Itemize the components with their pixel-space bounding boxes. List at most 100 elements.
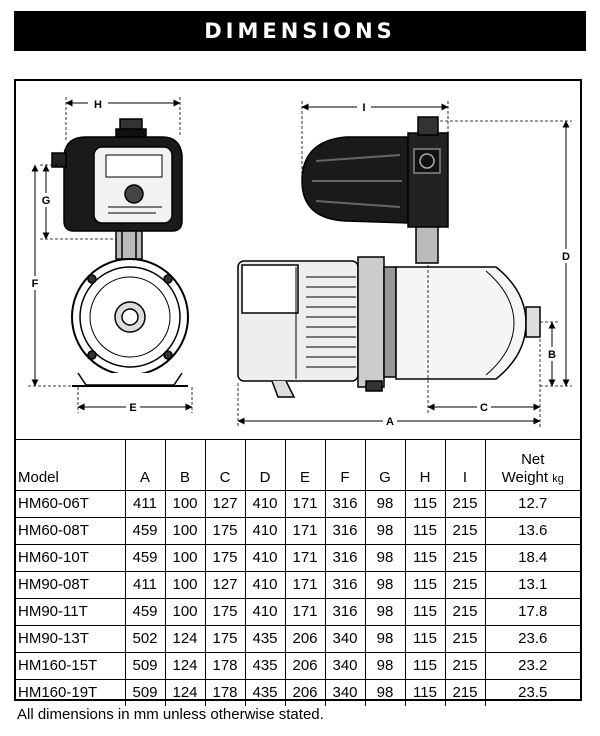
label-e: E <box>129 402 136 414</box>
header-g: G <box>364 439 406 491</box>
cell-e: 171 <box>284 544 326 572</box>
cell-h: 115 <box>404 598 446 626</box>
cell-e: 171 <box>284 517 326 545</box>
dimension-e: E <box>77 387 193 414</box>
dimensions-table-wrap: Model A B C D E F G H I Net Weight kg HM… <box>16 439 580 706</box>
header-net-unit: kg <box>552 473 564 485</box>
cell-model: HM90-11T <box>16 598 126 626</box>
cell-weight: 17.8 <box>484 598 580 626</box>
cell-e: 171 <box>284 598 326 626</box>
cell-h: 115 <box>404 679 446 706</box>
cell-f: 340 <box>324 652 366 680</box>
cell-c: 175 <box>204 598 246 626</box>
label-a: A <box>386 416 394 428</box>
cell-g: 98 <box>364 652 406 680</box>
cell-d: 410 <box>244 571 286 599</box>
header-bar: DIMENSIONS <box>14 11 586 51</box>
cell-d: 410 <box>244 517 286 545</box>
cell-f: 340 <box>324 679 366 706</box>
cell-e: 206 <box>284 625 326 653</box>
cell-i: 215 <box>444 652 486 680</box>
cell-weight: 23.6 <box>484 625 580 653</box>
cell-weight: 23.2 <box>484 652 580 680</box>
header-d: D <box>244 439 286 491</box>
cell-b: 100 <box>164 490 206 518</box>
cell-g: 98 <box>364 490 406 518</box>
label-d: D <box>562 251 570 263</box>
side-view <box>237 116 541 398</box>
cell-f: 316 <box>324 571 366 599</box>
cell-b: 124 <box>164 625 206 653</box>
pump-diagram: H G F E <box>28 96 573 428</box>
cell-h: 115 <box>404 490 446 518</box>
cell-g: 98 <box>364 598 406 626</box>
cell-g: 98 <box>364 517 406 545</box>
cell-a: 509 <box>124 652 166 680</box>
cell-model: HM90-13T <box>16 625 126 653</box>
cell-c: 175 <box>204 625 246 653</box>
cell-e: 206 <box>284 652 326 680</box>
cell-c: 127 <box>204 490 246 518</box>
footnote: All dimensions in mm unless otherwise st… <box>17 706 324 723</box>
dimension-d: D <box>440 120 573 387</box>
cell-weight: 23.5 <box>484 679 580 706</box>
header-c: C <box>204 439 246 491</box>
table-header-row: Model A B C D E F G H I Net Weight kg <box>16 439 580 491</box>
label-h: H <box>94 99 102 111</box>
cell-c: 178 <box>204 652 246 680</box>
cell-b: 124 <box>164 652 206 680</box>
cell-d: 410 <box>244 598 286 626</box>
cell-a: 509 <box>124 679 166 706</box>
dimension-b: B <box>540 321 559 387</box>
pump-drawing: H G F E <box>16 81 580 437</box>
cell-a: 411 <box>124 490 166 518</box>
cell-d: 435 <box>244 652 286 680</box>
cell-d: 435 <box>244 625 286 653</box>
header-i: I <box>444 439 486 491</box>
cell-e: 171 <box>284 571 326 599</box>
cell-a: 459 <box>124 598 166 626</box>
cell-model: HM90-08T <box>16 571 126 599</box>
dimensions-frame: H G F E <box>14 79 582 706</box>
cell-a: 502 <box>124 625 166 653</box>
cell-f: 316 <box>324 490 366 518</box>
cell-b: 100 <box>164 517 206 545</box>
dimension-i: I <box>301 100 449 177</box>
cell-i: 215 <box>444 544 486 572</box>
cell-h: 115 <box>404 625 446 653</box>
cell-b: 100 <box>164 598 206 626</box>
cell-b: 100 <box>164 544 206 572</box>
dimensions-table: Model A B C D E F G H I Net Weight kg HM… <box>16 439 580 706</box>
cell-i: 215 <box>444 679 486 706</box>
cell-model: HM160-15T <box>16 652 126 680</box>
cell-model: HM60-06T <box>16 490 126 518</box>
cell-g: 98 <box>364 679 406 706</box>
header-h: H <box>404 439 446 491</box>
header-net-line2-wrap: Weight kg <box>486 469 580 488</box>
cell-c: 127 <box>204 571 246 599</box>
label-i: I <box>362 102 365 114</box>
dimension-a: A <box>237 383 541 428</box>
label-f: F <box>32 278 39 290</box>
dimension-c: C <box>427 265 541 427</box>
label-g: G <box>42 195 51 207</box>
cell-h: 115 <box>404 517 446 545</box>
cell-h: 115 <box>404 571 446 599</box>
cell-i: 215 <box>444 517 486 545</box>
label-b: B <box>548 349 556 361</box>
cell-e: 171 <box>284 490 326 518</box>
cell-model: HM60-08T <box>16 517 126 545</box>
cell-g: 98 <box>364 571 406 599</box>
dimension-h: H <box>65 96 181 141</box>
cell-f: 316 <box>324 598 366 626</box>
cell-b: 124 <box>164 679 206 706</box>
cell-d: 435 <box>244 679 286 706</box>
header-net-line2: Weight <box>501 469 549 486</box>
header-f: F <box>324 439 366 491</box>
cell-model: HM60-10T <box>16 544 126 572</box>
